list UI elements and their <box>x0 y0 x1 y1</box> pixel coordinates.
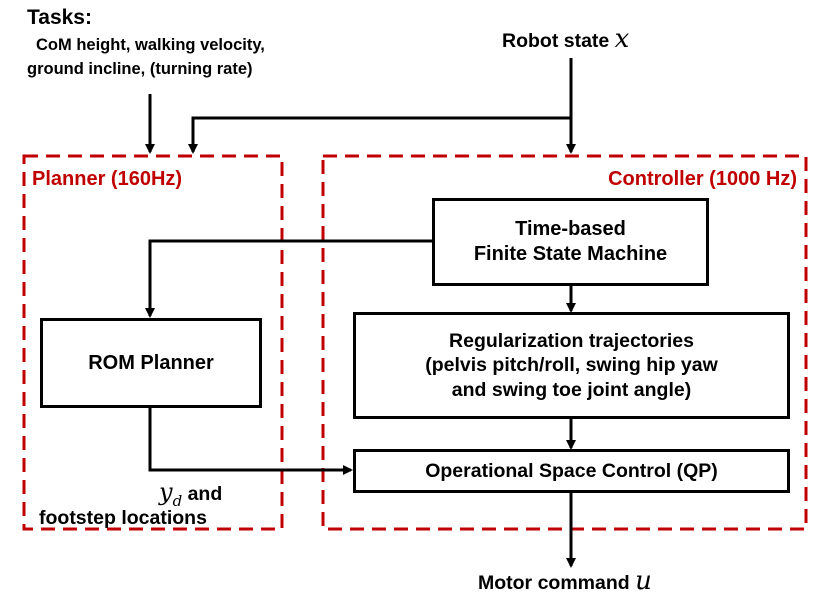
rom-planner-to-osc-arrow <box>148 406 353 475</box>
fsm-box: Time-based Finite State Machine <box>432 198 709 286</box>
robot-state-text: Robot state <box>502 30 610 52</box>
regularization-box: Regularization trajectories (pelvis pitc… <box>353 312 790 419</box>
controller-region-title: Controller (1000 Hz) <box>608 168 797 190</box>
footstep-locations-label: footstep locations <box>39 507 207 529</box>
osc-label: Operational Space Control (QP) <box>425 459 718 482</box>
rom-planner-box: ROM Planner <box>40 318 262 408</box>
planner-region-title: Planner (160Hz) <box>32 168 183 190</box>
motor-command-label: Motor command u <box>478 566 652 596</box>
tasks-line-2: ground incline, (turning rate) <box>27 60 253 78</box>
yd-and-text: and <box>182 483 223 505</box>
robot-state-label: Robot state x <box>502 24 629 54</box>
motor-command-symbol: u <box>635 566 652 596</box>
osc-box: Operational Space Control (QP) <box>353 449 790 493</box>
regularization-line-2: (pelvis pitch/roll, swing hip yaw <box>425 354 718 377</box>
planner-region-frame <box>22 154 284 531</box>
tasks-line-1: CoM height, walking velocity, <box>36 36 265 54</box>
controller-region-frame <box>321 154 808 531</box>
fsm-to-rom-planner-arrow <box>145 239 434 318</box>
fsm-line-2: Finite State Machine <box>473 243 668 265</box>
yd-subscript: d <box>172 491 183 510</box>
yd-symbol: yd <box>159 478 183 510</box>
motor-command-text: Motor command <box>478 572 630 594</box>
fsm-line-1: Time-based <box>515 218 626 240</box>
rom-planner-label: ROM Planner <box>88 351 214 374</box>
robot-state-to-planner-arrow <box>188 116 571 154</box>
tasks-heading: Tasks: <box>27 6 92 29</box>
regularization-line-3: and swing toe joint angle) <box>451 378 692 401</box>
robot-state-symbol: x <box>614 24 630 54</box>
yd-output-label: yd and <box>159 478 222 510</box>
regularization-line-1: Regularization trajectories <box>449 329 694 352</box>
